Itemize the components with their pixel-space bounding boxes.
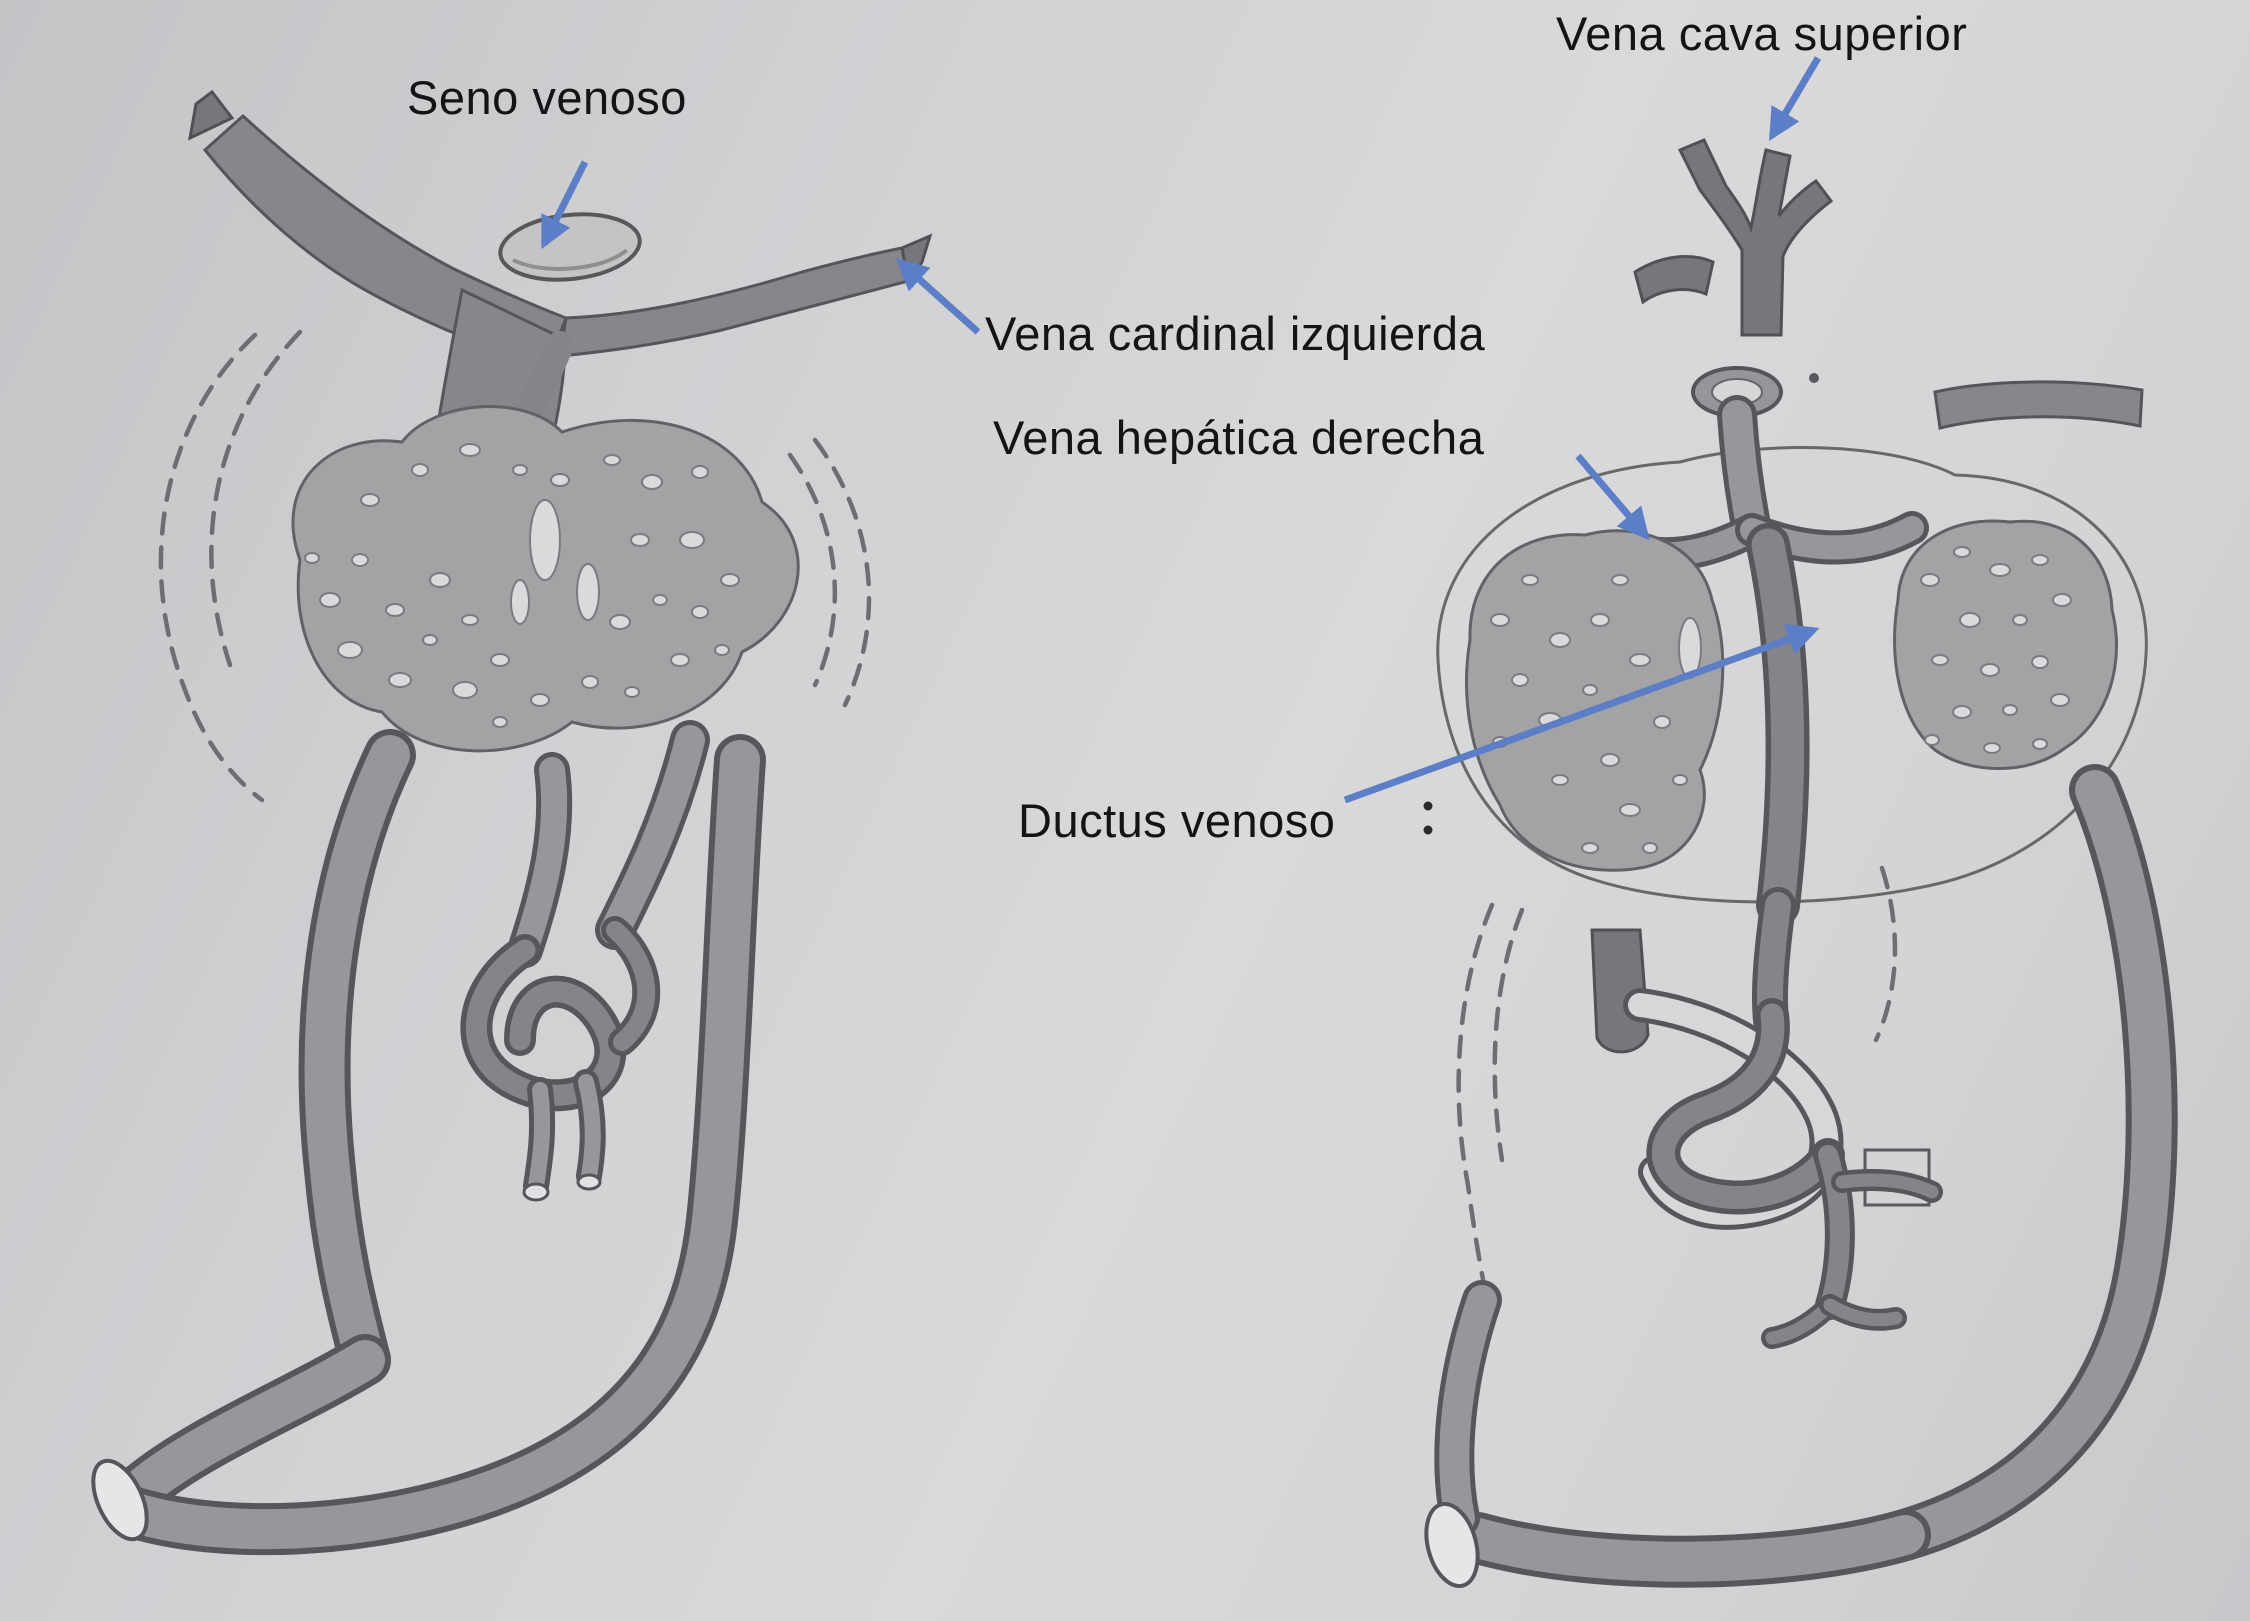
right-vessel-loop	[1424, 764, 2178, 1589]
left-liver-plexus	[291, 405, 800, 753]
colon-mark	[1423, 801, 1433, 835]
right-vessel-open-end	[1424, 1501, 1480, 1589]
left-vessel-open-end	[91, 1458, 149, 1542]
label-vena-cardinal-izquierda: Vena cardinal izquierda	[985, 307, 1486, 360]
right-liver-left-lobe	[1465, 529, 1725, 872]
left-dashed-outline	[158, 329, 872, 803]
annotation-arrows	[540, 56, 1822, 835]
right-liver-right-lobe	[1893, 519, 2119, 770]
seno-venoso-oval	[498, 212, 642, 282]
right-dark-stub	[1590, 928, 1650, 1054]
right-liver-outline	[1436, 446, 2148, 904]
ductus-venoso-arrow	[1343, 623, 1820, 804]
vena-cava-superior-arrow	[1768, 56, 1822, 141]
cut-vessel-ring	[1691, 366, 1819, 418]
left-vitelline-twist	[460, 720, 710, 1202]
right-figure	[1424, 138, 2178, 1589]
left-figure	[91, 89, 933, 1556]
label-ductus-venoso: Ductus venoso	[1018, 794, 1336, 847]
seno-venoso-arrow	[540, 160, 589, 250]
pencil-dot	[1809, 373, 1819, 383]
right-horizontal-stub	[1933, 380, 2144, 430]
vena-hepatica-derecha-arrow	[1575, 453, 1650, 541]
left-vessel-loop	[91, 729, 766, 1556]
vena-cava-superior-stub	[1633, 138, 1834, 337]
right-dashed-lines	[1456, 865, 1898, 1298]
label-seno-venoso: Seno venoso	[407, 71, 687, 124]
vena-cardinal-izquierda-arrow	[895, 258, 981, 335]
label-vena-cava-superior: Vena cava superior	[1556, 7, 1968, 60]
right-portal-twist	[1623, 988, 1943, 1349]
label-vena-hepatica-derecha: Vena hepática derecha	[993, 411, 1485, 464]
